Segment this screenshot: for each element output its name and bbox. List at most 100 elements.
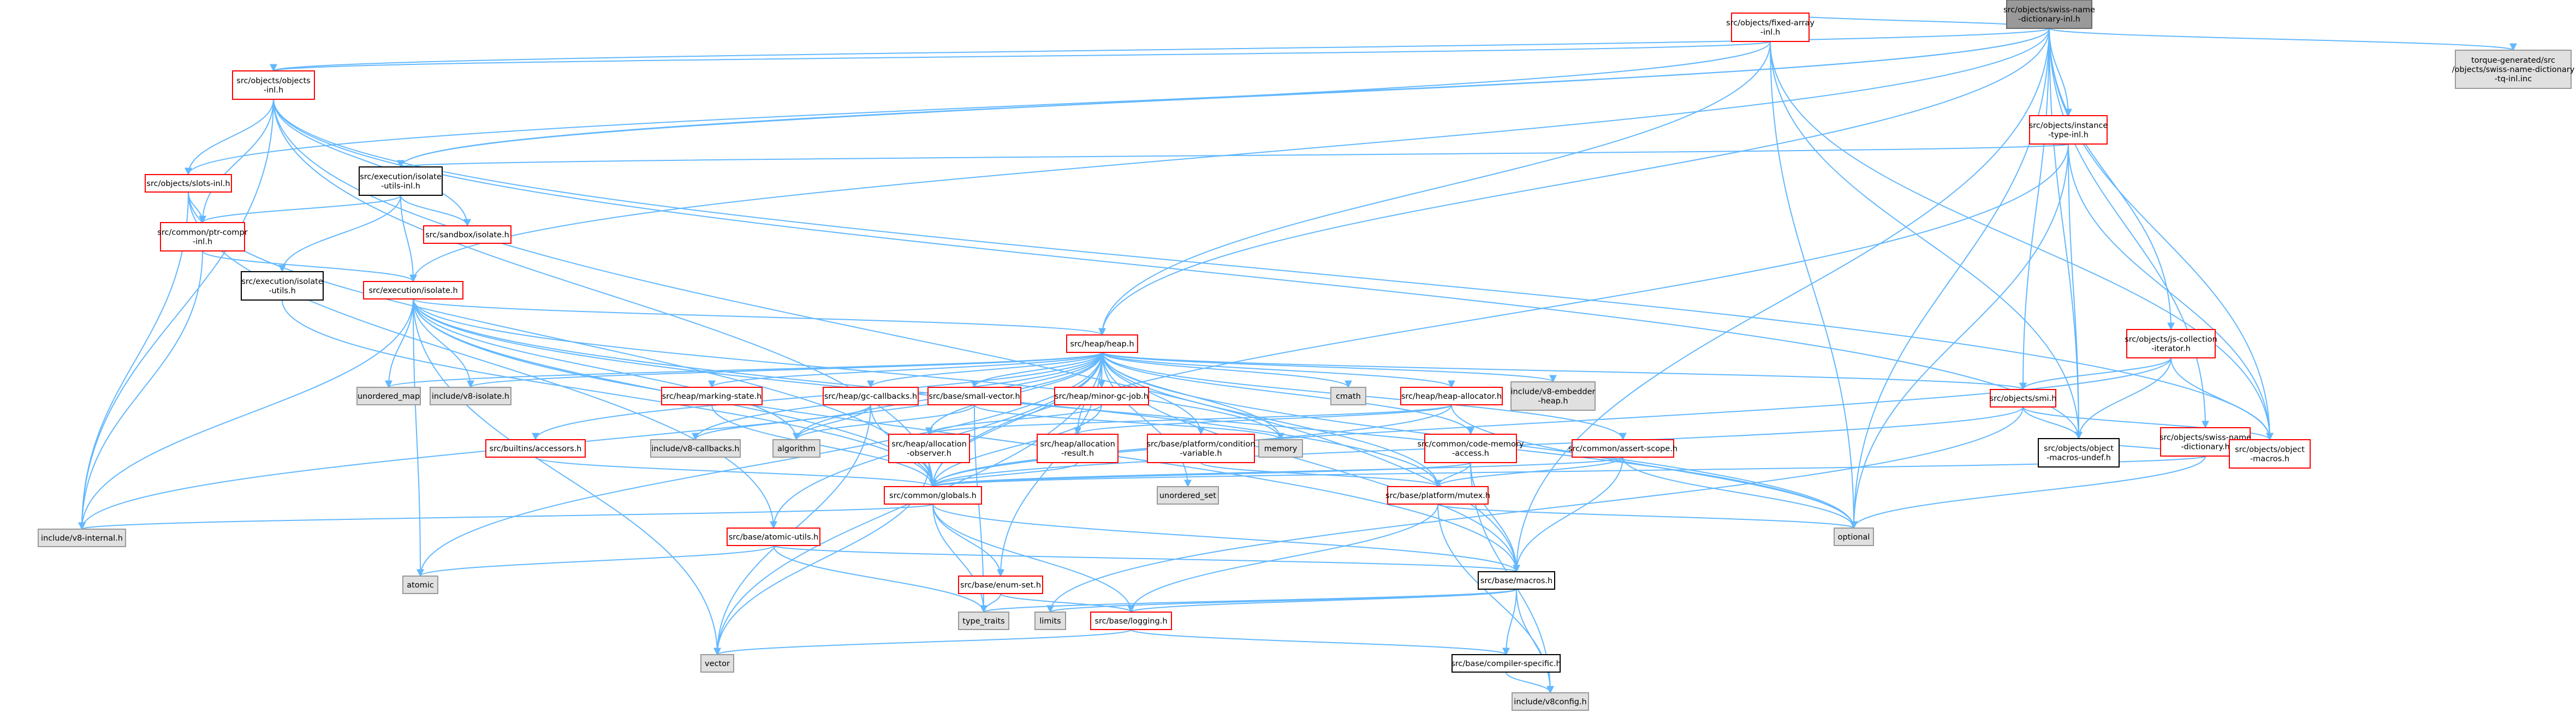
file-node[interactable]: cmath bbox=[1330, 387, 1366, 405]
file-node-label: include/v8-callbacks.h bbox=[651, 445, 739, 453]
file-node[interactable]: include/v8-callbacks.h bbox=[650, 439, 741, 458]
file-node[interactable]: src/objects/js-collection-iterator.h bbox=[2125, 329, 2217, 358]
file-node-box bbox=[1512, 692, 1589, 711]
file-node-box bbox=[38, 529, 126, 547]
dependency-edge bbox=[2049, 28, 2083, 440]
dependency-edge bbox=[409, 28, 2050, 283]
file-node-box bbox=[884, 486, 982, 505]
dependency-edge bbox=[1513, 457, 1623, 573]
file-node-box bbox=[1400, 387, 1503, 405]
file-node[interactable]: src/sandbox/isolate.h bbox=[423, 225, 511, 244]
file-node-label: -utils-inl.h bbox=[381, 182, 420, 191]
file-node[interactable]: src/common/assert-scope.h bbox=[1568, 439, 1677, 458]
file-node[interactable]: src/common/globals.h bbox=[884, 486, 982, 505]
file-node[interactable]: src/objects/fixed-array-inl.h bbox=[1726, 13, 1814, 42]
file-node-label: -inl.h bbox=[1760, 28, 1780, 37]
file-node[interactable]: src/base/logging.h bbox=[1090, 612, 1172, 630]
file-node[interactable]: algorithm bbox=[772, 439, 820, 458]
file-node[interactable]: src/objects/smi.h bbox=[1990, 389, 2057, 408]
dependency-edge bbox=[971, 352, 1103, 388]
file-node-box bbox=[160, 222, 245, 251]
file-node-label: src/common/code-memory bbox=[1418, 440, 1524, 449]
dependency-edge bbox=[467, 352, 1103, 388]
dependency-edge bbox=[1074, 404, 1452, 435]
file-node[interactable]: src/base/enum-set.h bbox=[958, 576, 1043, 594]
file-node[interactable]: src/objects/objects-inl.h bbox=[232, 70, 315, 100]
file-node[interactable]: src/builtins/accessors.h bbox=[485, 439, 586, 458]
file-node[interactable]: type_traits bbox=[958, 612, 1009, 630]
dependency-edge bbox=[1102, 352, 1205, 435]
file-node[interactable]: src/heap/allocation-observer.h bbox=[888, 434, 970, 463]
dependency-edge bbox=[1200, 462, 1442, 488]
file-node[interactable]: src/objects/object-macros-undef.h bbox=[2038, 438, 2120, 468]
dependency-edge bbox=[1102, 352, 2027, 391]
file-node[interactable]: src/base/platform/condition-variable.h bbox=[1146, 434, 1256, 463]
dependency-edge bbox=[270, 28, 2050, 72]
file-node-box bbox=[1147, 434, 1255, 463]
file-node-box bbox=[2038, 438, 2120, 468]
file-node[interactable]: src/execution/isolate-utils-inl.h bbox=[359, 166, 443, 196]
file-node-label: src/objects/objects bbox=[236, 77, 310, 86]
dependency-edge bbox=[925, 404, 1102, 435]
file-node[interactable]: limits bbox=[1034, 612, 1066, 630]
file-node[interactable]: src/base/atomic-utils.h bbox=[727, 528, 820, 546]
file-node[interactable]: src/base/macros.h bbox=[1478, 571, 1555, 590]
file-node-label: src/objects/instance bbox=[2029, 122, 2108, 130]
dependency-edge bbox=[1131, 629, 1510, 656]
file-node-label: -dictionary.h bbox=[2181, 443, 2229, 452]
file-node[interactable]: src/heap/gc-callbacks.h bbox=[823, 387, 919, 405]
file-node-label: -observer.h bbox=[907, 450, 951, 458]
file-node[interactable]: memory bbox=[1258, 439, 1303, 458]
file-node[interactable]: vector bbox=[700, 654, 734, 673]
file-node-box bbox=[2029, 115, 2108, 145]
dependency-edge bbox=[708, 352, 1103, 388]
file-node[interactable]: src/common/code-memory-access.h bbox=[1418, 434, 1524, 463]
dependency-edge bbox=[1102, 352, 1455, 388]
file-node[interactable]: include/v8-internal.h bbox=[38, 529, 126, 547]
file-node[interactable]: src/heap/heap.h bbox=[1066, 334, 1138, 353]
file-node[interactable]: src/objects/object-macros.h bbox=[2229, 439, 2311, 469]
file-node[interactable]: include/v8-isolate.h bbox=[430, 387, 511, 405]
file-node-label: algorithm bbox=[777, 445, 816, 453]
dependency-edge bbox=[413, 298, 424, 577]
dependency-edge bbox=[713, 629, 1132, 656]
file-node[interactable]: src/heap/heap-allocator.h bbox=[1400, 387, 1503, 405]
file-node[interactable]: src/common/ptr-compr-inl.h bbox=[157, 222, 248, 251]
file-node[interactable]: src/objects/instance-type-inl.h bbox=[2029, 115, 2108, 145]
dependency-edge bbox=[273, 99, 2083, 440]
file-node[interactable]: src/execution/isolate.h bbox=[363, 281, 463, 299]
file-node[interactable]: src/heap/allocation-result.h bbox=[1037, 434, 1119, 463]
file-node[interactable]: include/v8-embedder-heap.h bbox=[1510, 381, 1596, 411]
file-node-label: src/objects/js-collection bbox=[2125, 335, 2217, 344]
file-node-box bbox=[363, 281, 463, 299]
file-node[interactable]: atomic bbox=[402, 576, 438, 594]
file-node[interactable]: src/base/platform/mutex.h bbox=[1385, 486, 1490, 505]
file-node-label: -access.h bbox=[1452, 450, 1489, 458]
file-node[interactable]: src/base/compiler-specific.h bbox=[1451, 654, 1561, 673]
file-node[interactable]: src/base/small-vector.h bbox=[927, 387, 1021, 405]
file-node-label: vector bbox=[705, 660, 730, 668]
file-node[interactable]: src/heap/minor-gc-job.h bbox=[1054, 387, 1149, 405]
file-node[interactable]: src/objects/swiss-name-dictionary-inl.h bbox=[2003, 0, 2095, 29]
file-node[interactable]: include/v8config.h bbox=[1512, 692, 1589, 711]
dependency-edge bbox=[78, 504, 933, 530]
file-node[interactable]: src/execution/isolate-utils.h bbox=[241, 271, 324, 301]
file-node[interactable]: unordered_map bbox=[356, 387, 421, 405]
file-node[interactable]: src/heap/marking-state.h bbox=[661, 387, 763, 405]
dependency-edge bbox=[692, 404, 871, 441]
file-node-label: -dictionary-inl.h bbox=[2018, 15, 2080, 24]
dependency-edge bbox=[1770, 41, 2274, 441]
file-node[interactable]: optional bbox=[1834, 528, 1874, 546]
file-node-label: atomic bbox=[407, 581, 434, 590]
file-node-label: src/common/globals.h bbox=[889, 492, 977, 500]
file-node-label: type_traits bbox=[962, 617, 1004, 626]
file-node-box bbox=[2126, 329, 2216, 358]
file-node[interactable]: torque-generated/src/objects/swiss-name-… bbox=[2452, 50, 2575, 89]
file-node-label: src/objects/smi.h bbox=[1990, 394, 2057, 403]
dependency-edge bbox=[1770, 41, 1858, 529]
dependency-edge bbox=[413, 298, 1284, 441]
file-node[interactable]: unordered_set bbox=[1157, 486, 1219, 505]
file-node-label: src/heap/gc-callbacks.h bbox=[824, 392, 917, 401]
file-node[interactable]: src/objects/slots-inl.h bbox=[145, 174, 232, 193]
file-node-label: src/sandbox/isolate.h bbox=[425, 231, 509, 239]
